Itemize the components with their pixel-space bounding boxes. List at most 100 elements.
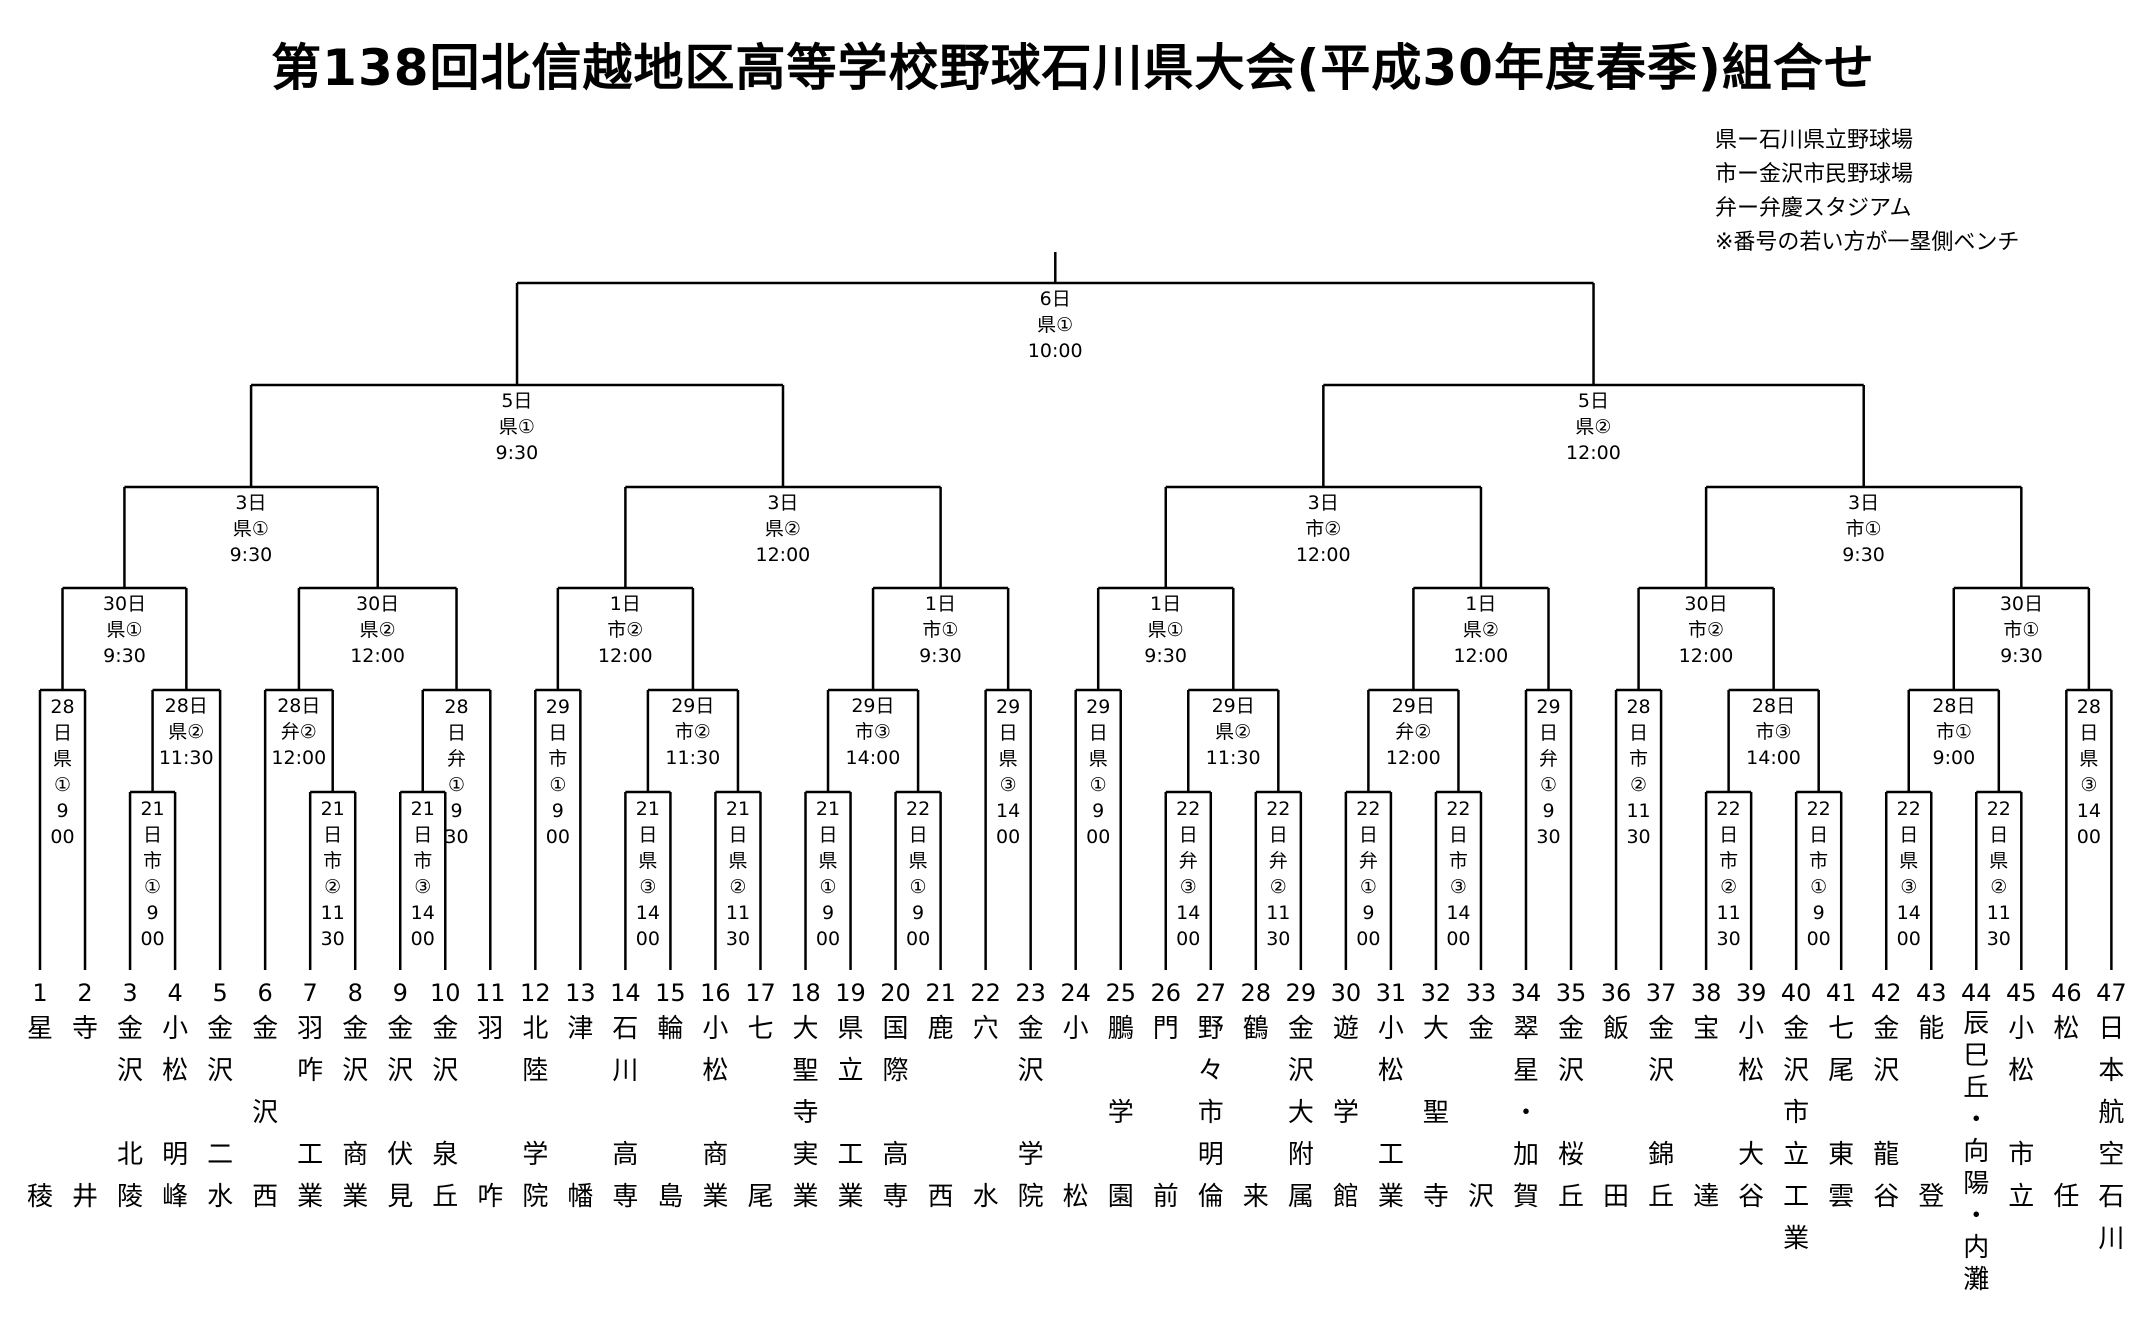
team-name-char — [1594, 1134, 1638, 1176]
team-name-char: 小 — [162, 1014, 189, 1044]
team-number: 41 — [1825, 979, 1857, 1007]
team-number: 43 — [1915, 979, 1947, 1007]
match-info-line: 9:30 — [2000, 645, 2043, 667]
team-name-char: 東 — [1828, 1140, 1855, 1170]
match-info-line: 弁② — [1395, 721, 1432, 743]
team-name-char — [874, 1092, 918, 1134]
match-info-line: 22 — [1356, 798, 1381, 820]
match-info-line: 14 — [1176, 902, 1201, 924]
match-info-line: 00 — [1356, 928, 1381, 950]
match-info-line: 14:00 — [1746, 747, 1801, 769]
team-number: 33 — [1465, 979, 1497, 1007]
match-info-line: 22 — [1176, 798, 1201, 820]
match-info-line: 12:00 — [1385, 747, 1441, 769]
team-name-char: 小 — [1738, 1014, 1765, 1044]
match-info-line: 県① — [232, 518, 269, 540]
team-name-char: 明 — [1197, 1140, 1224, 1170]
team-name-char: 賀 — [1512, 1182, 1539, 1212]
team-name-char: 金 — [387, 1014, 414, 1044]
team-name-char: 星 — [1512, 1056, 1539, 1086]
team-name-char: 谷 — [1738, 1182, 1765, 1212]
team-name-char: 七 — [1828, 1014, 1855, 1044]
match-info-line: 22 — [905, 798, 931, 820]
match-info-line: 00 — [545, 826, 570, 848]
team-number: 19 — [835, 979, 866, 1007]
match-info-line: 市 — [1719, 850, 1739, 872]
team-name-char: 見 — [387, 1182, 414, 1212]
team-number: 35 — [1555, 979, 1587, 1007]
match-info-line: 30 — [1716, 928, 1741, 950]
team-name-char — [1054, 1134, 1098, 1176]
match-info-line: 21 — [140, 798, 165, 820]
match-info-line: 1日 — [1150, 593, 1182, 615]
team-name-char — [1324, 1050, 1368, 1092]
match-info-line: ① — [1539, 774, 1558, 796]
match-info-line: 9:30 — [229, 544, 273, 566]
team-number: 16 — [700, 979, 731, 1007]
match-info-line: 21 — [725, 798, 751, 820]
match-info-line: 市③ — [1755, 721, 1792, 743]
team-name-char: 丘 — [1558, 1182, 1585, 1212]
team-name-char: 金 — [252, 1014, 279, 1044]
team-name-char: 錦 — [1648, 1140, 1675, 1170]
match-info-line: 県 — [52, 748, 72, 770]
match-info-line: ③ — [2080, 774, 2098, 796]
match-info-line: 9:00 — [1932, 747, 1976, 769]
team-number: 36 — [1600, 979, 1632, 1007]
team-name-char: 館 — [1332, 1182, 1359, 1212]
team-name-char — [1414, 1050, 1458, 1092]
team-name-char: 水 — [972, 1182, 999, 1212]
team-number: 18 — [790, 979, 821, 1007]
team-name-char — [648, 1050, 692, 1092]
match-info-line: 00 — [815, 928, 841, 950]
team-number: 47 — [2096, 979, 2127, 1007]
match-info-line: ③ — [639, 876, 657, 898]
team-name-char: 沢 — [1783, 1056, 1810, 1086]
team-name-char: 丘 — [432, 1182, 459, 1212]
match-info-line: 県② — [764, 518, 801, 540]
team-name-char: 市 — [1783, 1098, 1810, 1128]
team-number: 15 — [655, 979, 686, 1007]
match-info-line: 11 — [1626, 800, 1651, 822]
team-name-char: 市 — [1197, 1098, 1224, 1128]
match-info-line: ② — [1269, 876, 1287, 898]
team-name-char: 登 — [1918, 1182, 1945, 1212]
match-info-line: 30日 — [1999, 593, 2043, 615]
team-name-char: 翠 — [1512, 1014, 1539, 1044]
team-number: 39 — [1735, 979, 1767, 1007]
team-number: 31 — [1375, 979, 1407, 1007]
match-info-line: 00 — [2076, 826, 2101, 848]
team-name-char — [288, 1092, 332, 1134]
match-info-line: 日 — [728, 824, 748, 846]
team-name-char — [18, 1092, 62, 1134]
team-name-char — [1639, 1092, 1683, 1134]
team-name-char: 業 — [702, 1182, 729, 1212]
team-name-char: 宝 — [1693, 1014, 1720, 1044]
venue-legend: 県ー石川県立野球場 市ー金沢市民野球場 弁ー弁慶スタジアム ※番号の若い方が一塁… — [1715, 124, 2019, 260]
match-info-line: 市① — [2003, 619, 2040, 641]
match-info-r3_8: 30日市① 9:30 — [1999, 591, 2043, 669]
team-number: 30 — [1330, 979, 1362, 1007]
match-info-line: 日 — [52, 722, 72, 744]
team-name-char: ・ — [1963, 1201, 1990, 1231]
team-number: 38 — [1690, 979, 1722, 1007]
team-name-char: 井 — [72, 1182, 99, 1212]
match-info-line: 21 — [635, 798, 660, 820]
match-info-line: 県 — [998, 748, 1018, 770]
match-info-line: 29 — [545, 696, 570, 718]
team-name-char: 金 — [1017, 1014, 1044, 1044]
